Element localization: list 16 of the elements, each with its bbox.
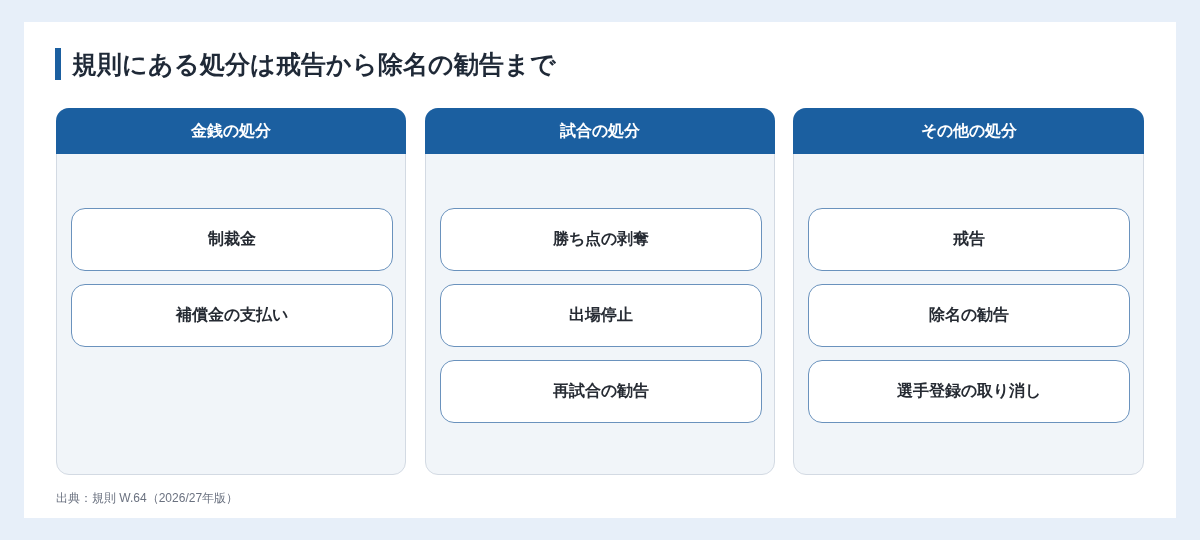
item-box: 再試合の勧告 [440, 360, 762, 423]
panel-header: 試合の処分 [425, 108, 775, 154]
item-box: 除名の勧告 [808, 284, 1130, 347]
item-box: 選手登録の取り消し [808, 360, 1130, 423]
panel-header: 金銭の処分 [56, 108, 406, 154]
item-box: 勝ち点の剥奪 [440, 208, 762, 271]
panel [425, 108, 775, 475]
item-box: 制裁金 [71, 208, 393, 271]
caption: 出典：規則 W.64（2026/27年版） [56, 490, 239, 507]
item-box: 戒告 [808, 208, 1130, 271]
title: 規則にある処分は戒告から除名の勧告まで [72, 49, 556, 80]
panel [56, 108, 406, 475]
panel [793, 108, 1144, 475]
item-box: 補償金の支払い [71, 284, 393, 347]
item-box: 出場停止 [440, 284, 762, 347]
panel-header: その他の処分 [793, 108, 1144, 154]
